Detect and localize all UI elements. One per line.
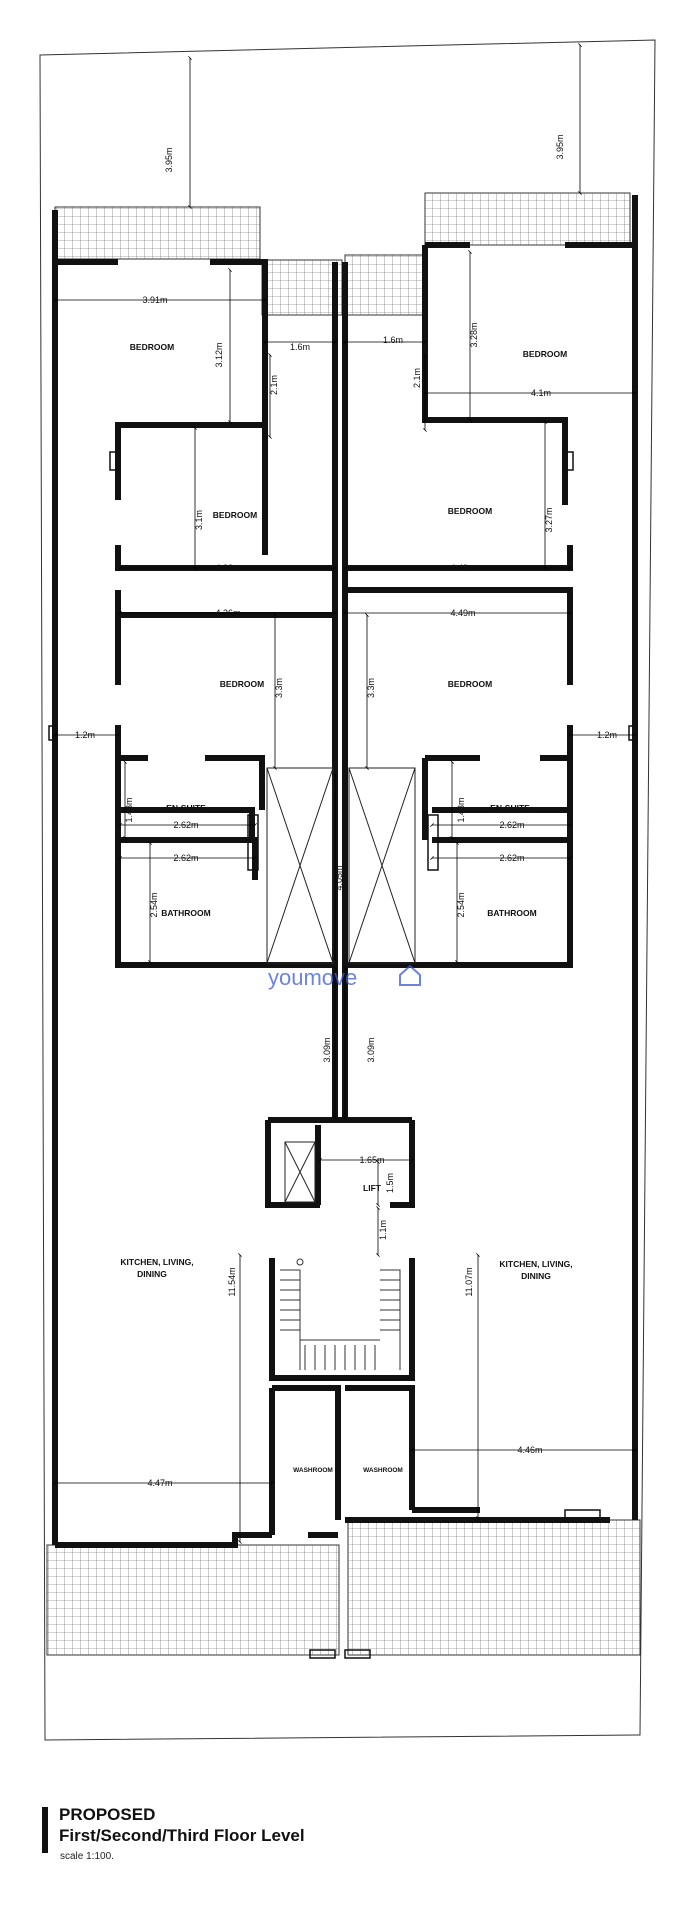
dim-bed1-left-height: 3.12m [214, 342, 224, 367]
room-bedroom-right-2: BEDROOM [448, 506, 492, 516]
room-bathroom-left: BATHROOM [161, 908, 210, 918]
dim-side-right: 1.2m [597, 730, 617, 740]
dim-bed3-right-height: 3.3m [366, 678, 376, 698]
dim-lift-width: 1.65m [359, 1155, 384, 1165]
room-bathroom-right: BATHROOM [487, 908, 536, 918]
dim-bath-right-width: 2.62m [499, 853, 524, 863]
dim-bed2-left-height: 3.1m [194, 510, 204, 530]
dim-bed1-right-height: 3.28m [469, 322, 479, 347]
room-washroom-right: WASHROOM [363, 1467, 403, 1474]
room-lift: LIFT [363, 1183, 382, 1193]
front-balcony-left [54, 206, 261, 260]
room-bedroom-left-1: BEDROOM [130, 342, 174, 352]
vertical-dimension-labels: 3.95m 3.95m 3.12m 3.28m 2.1m 2.1m 3.1m 3… [124, 134, 565, 1296]
room-ensuite-right: EN-SUITE [490, 803, 530, 813]
dim-kitchen-right-width: 4.46m [517, 1445, 542, 1455]
front-balcony-right [424, 192, 631, 246]
dim-side-left: 1.2m [75, 730, 95, 740]
rear-terrace-left [46, 1544, 340, 1656]
caption-bar [42, 1807, 48, 1853]
staircase [280, 1258, 401, 1370]
dim-bath-left-height: 2.54m [149, 892, 159, 917]
dim-bed1-right-width: 4.1m [531, 388, 551, 398]
dim-kitchen-left-width: 4.47m [147, 1478, 172, 1488]
dim-bed3-left-height: 3.3m [274, 678, 284, 698]
dimension-lines [53, 43, 637, 1544]
room-labels: BEDROOM BEDROOM BEDROOM BEDROOM BEDROOM … [120, 342, 572, 1281]
dim-kitchen-right-height: 11.07m [464, 1267, 474, 1296]
lightwell-right [344, 254, 426, 316]
room-bedroom-right-3: BEDROOM [448, 679, 492, 689]
lightwell-left [261, 259, 343, 316]
room-ensuite-left: EN-SUITE [166, 803, 206, 813]
dim-bed3-right-width: 4.49m [450, 608, 475, 618]
room-bedroom-left-2: BEDROOM [213, 510, 257, 520]
dim-ensuite-right-height: 1.43m [456, 797, 466, 822]
watermark: youmove [268, 964, 421, 990]
washroom-labels: WASHROOM WASHROOM [293, 1467, 403, 1474]
dim-bed2-right-height: 3.27m [544, 507, 554, 532]
room-kitchen-left-1: KITCHEN, LIVING, [120, 1257, 193, 1267]
dim-passage-left: 3.09m [322, 1037, 332, 1062]
dim-ensuite-left-height: 1.43m [124, 797, 134, 822]
dim-lift-height: 1.5m [385, 1173, 395, 1193]
dimension-labels: 3.91m 4.1m 1.6m 1.6m 4.36m 4.49m 4.36m 4… [75, 295, 617, 1488]
wall-details [48, 451, 638, 1659]
dim-shaft-height: 4.05m [334, 865, 344, 890]
room-washroom-left: WASHROOM [293, 1467, 333, 1474]
room-kitchen-right-2: DINING [521, 1271, 551, 1281]
room-kitchen-left-2: DINING [137, 1269, 167, 1279]
dim-top-left: 3.95m [164, 147, 174, 172]
dim-corr-right-depth: 2.1m [412, 368, 422, 388]
dim-ensuite-left-width: 2.62m [173, 820, 198, 830]
dim-corr-left-depth: 2.1m [269, 375, 279, 395]
dim-corr-right-width: 1.6m [383, 335, 403, 345]
dim-kitchen-left-height: 11.54m [227, 1267, 237, 1296]
dim-ensuite-right-width: 2.62m [499, 820, 524, 830]
site-boundary [39, 39, 656, 1741]
house-icon [399, 964, 421, 986]
dim-lift-gap: 1.1m [378, 1220, 388, 1240]
dim-corr-left-width: 1.6m [290, 342, 310, 352]
dim-bath-left-width: 2.62m [173, 853, 198, 863]
dim-bath-right-height: 2.54m [456, 892, 466, 917]
room-bedroom-left-3: BEDROOM [220, 679, 264, 689]
caption-title: PROPOSED [59, 1805, 156, 1824]
caption-scale: scale 1:100. [60, 1851, 114, 1862]
dim-passage-right: 3.09m [366, 1037, 376, 1062]
service-shafts [266, 767, 416, 1203]
dim-bed3-left-width: 4.36m [215, 608, 240, 618]
room-bedroom-right-1: BEDROOM [523, 349, 567, 359]
dim-bed2-left-width: 4.36m [215, 563, 240, 573]
watermark-text: youmove [268, 965, 357, 990]
room-kitchen-right-1: KITCHEN, LIVING, [499, 1259, 572, 1269]
dim-bed1-left-width: 3.91m [142, 295, 167, 305]
rear-terrace-right [347, 1519, 641, 1656]
dim-bed2-right-width: 4.49m [450, 563, 475, 573]
caption-subtitle: First/Second/Third Floor Level [59, 1826, 305, 1845]
dim-top-right: 3.95m [555, 134, 565, 159]
